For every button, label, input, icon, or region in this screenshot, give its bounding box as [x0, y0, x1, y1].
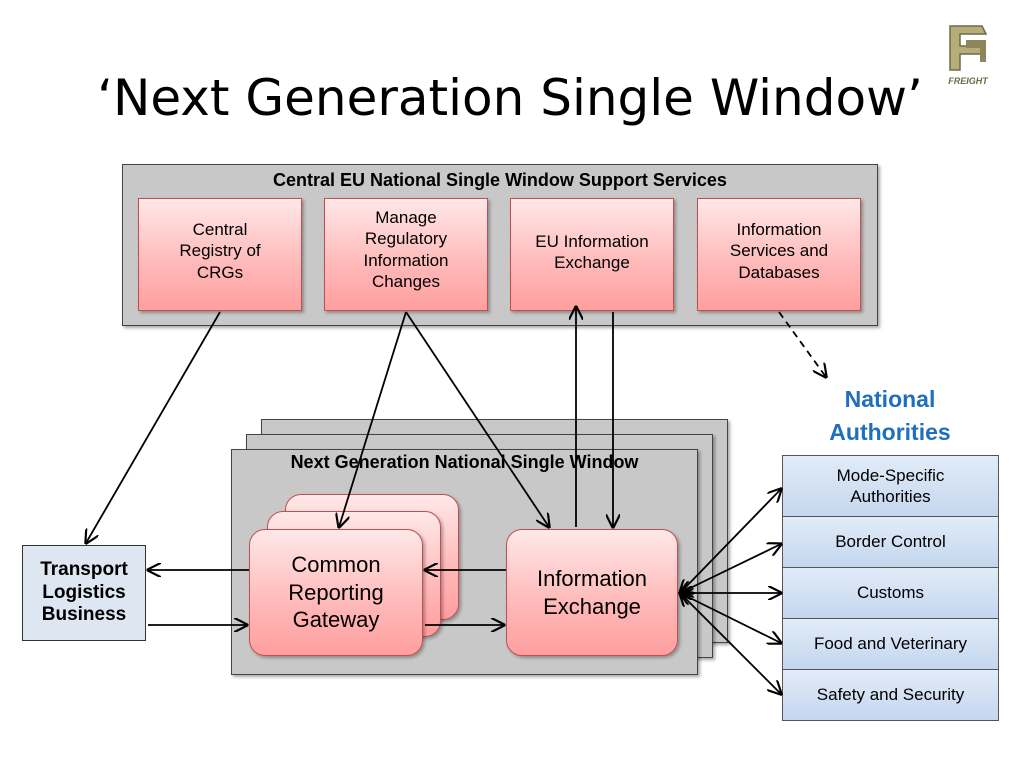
arrow-regulatory-to-gateway	[339, 311, 407, 527]
arrow-registry-to-transport	[86, 311, 221, 543]
authority-safety-security: Safety and Security	[782, 669, 999, 721]
box-manage-regulatory-label: Manage Regulatory Information Changes	[363, 208, 449, 291]
box-information-services-label: Information Services and Databases	[729, 220, 829, 282]
authority-customs: Customs	[782, 567, 999, 619]
arrow-authority-safety-security	[680, 593, 781, 694]
box-information-services: Information Services and Databases	[697, 198, 861, 311]
arrow-regulatory-to-exchange	[405, 311, 549, 527]
national-window-title: Next Generation National Single Window	[290, 452, 639, 472]
transport-logistics-business-label: Transport Logistics Business	[40, 558, 128, 626]
authority-mode-specific: Mode-Specific Authorities	[782, 455, 999, 517]
freight-logo-icon	[949, 25, 988, 71]
box-eu-information-exchange: EU Information Exchange	[510, 198, 674, 311]
arrow-authority-food-veterinary	[680, 593, 781, 643]
logo-text: FREIGHT	[948, 76, 988, 86]
page-title: ‘Next Generation Single Window’	[97, 69, 923, 127]
authority-border-control: Border Control	[782, 516, 999, 568]
authority-border-control-label: Border Control	[835, 532, 946, 552]
authority-customs-label: Customs	[856, 583, 925, 603]
authority-safety-security-label: Safety and Security	[816, 685, 965, 705]
central-services-title: Central EU National Single Window Suppor…	[273, 170, 727, 190]
common-reporting-gateway: Common Reporting Gateway	[249, 529, 423, 656]
box-central-registry: Central Registry of CRGs	[138, 198, 302, 311]
national-information-exchange-label: Information Exchange	[536, 566, 648, 619]
authority-food-veterinary-label: Food and Veterinary	[813, 634, 968, 654]
box-manage-regulatory: Manage Regulatory Information Changes	[324, 198, 488, 311]
arrow-authority-mode-specific	[680, 489, 781, 593]
arrow-authority-border-control	[680, 544, 781, 593]
box-central-registry-label: Central Registry of CRGs	[179, 220, 261, 282]
box-eu-information-exchange-label: EU Information Exchange	[535, 232, 649, 273]
authority-mode-specific-label: Mode-Specific Authorities	[836, 465, 945, 506]
transport-logistics-business: Transport Logistics Business	[22, 545, 146, 641]
national-authorities-title: National Authorities	[829, 386, 951, 445]
arrow-databases-to-authorities	[778, 311, 826, 377]
common-reporting-gateway-label: Common Reporting Gateway	[288, 552, 384, 633]
